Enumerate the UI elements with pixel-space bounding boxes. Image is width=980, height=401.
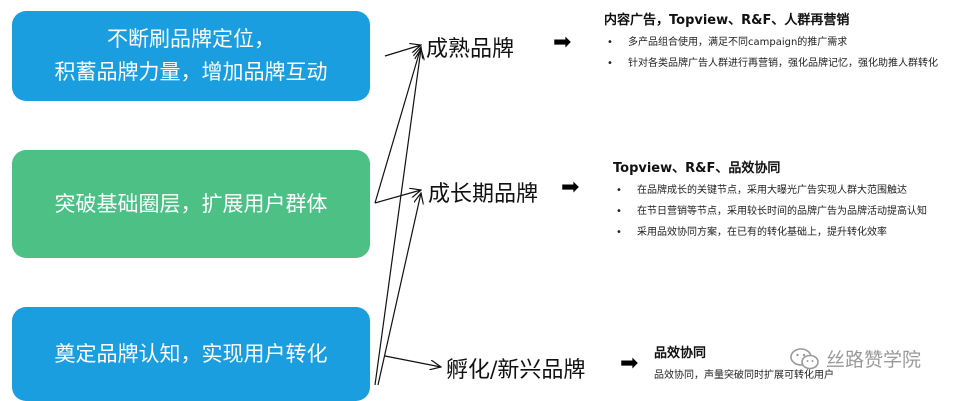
connector-box3-growth — [377, 193, 421, 386]
detail-bullet: 在节日营销等节点，采用较长时间的品牌广告为品牌活动提高认知 — [613, 203, 965, 220]
goal-box-line: 积蓄品牌力量，增加品牌互动 — [54, 60, 328, 84]
detail-text: 品效协同，声量突破同时扩展可转化用户 — [654, 370, 834, 381]
detail-bullet-list: 在品牌成长的关键节点，采用大曝光广告实现人群大范围触达 在节日营销等节点，采用较… — [613, 182, 965, 241]
connector-box3-incubate — [384, 355, 441, 367]
detail-bullet: 针对各类品牌广告人群进行再营销，强化品牌记忆，强化助推人群转化 — [604, 55, 966, 72]
goal-box-line: 不断刷品牌定位， — [107, 27, 275, 51]
goal-box-mature: 不断刷品牌定位， 积蓄品牌力量，增加品牌互动 — [12, 11, 370, 101]
stage-label-incubate: 孵化/新兴品牌 — [446, 358, 586, 383]
goal-box-incubate: 奠定品牌认知，实现用户转化 — [12, 307, 370, 401]
detail-bullet-list: 多产品组合使用，满足不同campaign的推广需求 针对各类品牌广告人群进行再营… — [604, 34, 966, 72]
stage-label-mature: 成熟品牌 — [426, 37, 515, 62]
goal-box-growth: 突破基础圈层，扩展用户群体 — [12, 150, 370, 258]
goal-box-line: 突破基础圈层，扩展用户群体 — [54, 191, 328, 216]
right-arrow-icon: ➡ — [620, 351, 639, 376]
detail-heading: Topview、R&F、品效协同 — [613, 161, 781, 176]
detail-heading: 内容广告，Topview、R&F、人群再营销 — [604, 13, 850, 28]
detail-growth: Topview、R&F、品效协同 在品牌成长的关键节点，采用大曝光广告实现人群大… — [613, 160, 965, 245]
right-arrow-icon: ➡ — [553, 30, 572, 55]
wechat-icon — [790, 347, 819, 369]
connector-box2-growth — [374, 190, 421, 204]
watermark: 丝路赞学院 — [790, 345, 921, 372]
stage-label-growth: 成长期品牌 — [428, 182, 539, 207]
detail-heading: 品效协同 — [654, 346, 707, 361]
detail-bullet: 在品牌成长的关键节点，采用大曝光广告实现人群大范围触达 — [613, 182, 965, 199]
detail-bullet: 采用品效协同方案，在已有的转化基础上，提升转化效率 — [613, 224, 965, 241]
detail-bullet: 多产品组合使用，满足不同campaign的推广需求 — [604, 34, 966, 51]
detail-mature: 内容广告，Topview、R&F、人群再营销 多产品组合使用，满足不同campa… — [604, 12, 966, 76]
goal-box-line: 奠定品牌认知，实现用户转化 — [54, 341, 328, 366]
connector-box2-mature — [374, 47, 421, 204]
connector-box1-mature — [384, 45, 421, 57]
right-arrow-icon: ➡ — [561, 175, 580, 200]
watermark-text: 丝路赞学院 — [826, 349, 922, 371]
connector-box3-mature — [374, 49, 421, 386]
detail-incubate: 品效协同 品效协同，声量突破同时扩展可转化用户 — [654, 345, 884, 384]
